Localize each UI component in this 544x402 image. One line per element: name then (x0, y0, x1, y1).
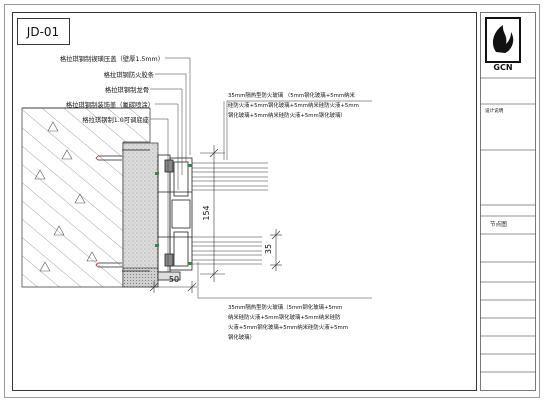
sheet-border (4, 4, 540, 398)
dimension-width (149, 281, 197, 293)
concrete-infill (122, 142, 159, 288)
glass-spec-bottom-line-4: 钢化玻璃） (228, 333, 255, 341)
glass-spec-bottom-line-2: 纳米硅防火液+5mm钢化玻璃+5mm纳米硅防 (228, 313, 341, 321)
logo-text: GCN (493, 63, 512, 72)
glass-panes (192, 162, 268, 265)
anchor-bolts (95, 149, 150, 272)
steel-profile (157, 154, 193, 281)
glass-spec-top-line-1: 35mm隔热型防火玻璃 （5mm钢化玻璃+5mm纳米 (228, 91, 356, 99)
design-notes-label: 设计说明 (485, 107, 504, 114)
dim-glass-label: 35 (264, 244, 273, 254)
note-5: 格拉琪钢制1.0可调底座 (82, 115, 149, 124)
note-2: 格拉琪钢防火胶条 (104, 70, 155, 79)
dim-width-label: 50 (169, 275, 179, 284)
note-4: 格拉琪钢制装饰盖（氟碳喷涂） (66, 100, 154, 109)
dimension-glass (270, 229, 282, 271)
company-logo: GCN (485, 17, 521, 72)
glass-spec-top-line-2: 硅防火液+5mm钢化玻璃+5mm纳米硅防火液+5mm (228, 101, 359, 109)
note-leaders (150, 57, 372, 299)
glass-spec-bottom-line-3: 火液+5mm钢化玻璃+5mm纳米硅防火液+5mm (228, 323, 348, 331)
glass-spec-top-line-3: 钢化玻璃+5mm纳米硅防火液+5mm钢化玻璃） (228, 111, 346, 119)
sheet-code-box (17, 18, 70, 45)
fire-seal-strips (155, 164, 192, 265)
drawing-frame (12, 12, 477, 391)
dim-height-label: 154 (202, 205, 211, 220)
sheet-code: JD-01 (26, 25, 59, 39)
dimension-height (200, 145, 225, 282)
glass-spec-bottom-line-1: 35mm隔热型防火玻璃（5mm钢化玻璃+5mm (228, 303, 342, 311)
title-block (480, 12, 536, 391)
drawing-name: 节点图 (490, 220, 507, 228)
wall-section (21, 107, 151, 288)
note-1: 格拉琪钢制锲璜压盖（壁厚1.5mm） (60, 54, 164, 63)
note-3: 格拉琪钢制龙骨 (105, 85, 149, 94)
